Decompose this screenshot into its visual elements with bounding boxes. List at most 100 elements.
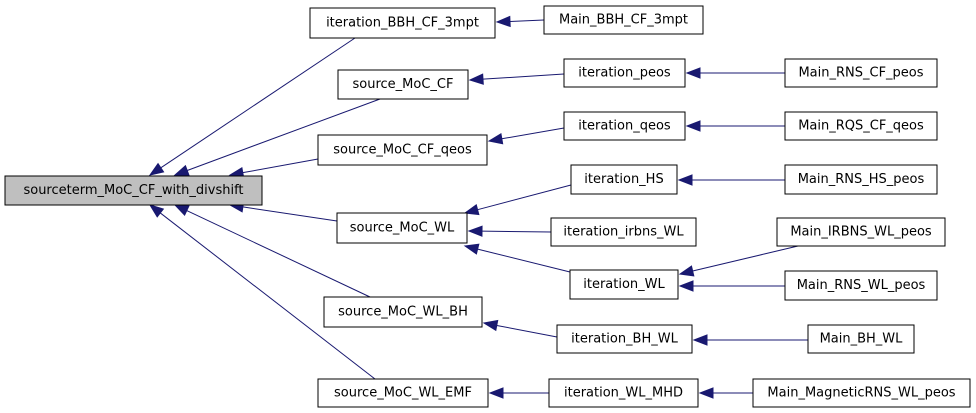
- edge-main-bh-wl-to-iteration-bh-wl: [692, 334, 808, 346]
- node-label: Main_BBH_CF_3mpt: [559, 13, 688, 28]
- arrowhead-icon: [692, 334, 708, 346]
- edge-iteration-wl-to-source-moc-wl: [463, 243, 571, 273]
- node-iteration-bh-wl[interactable]: iteration_BH_WL: [556, 324, 693, 354]
- node-source-moc-wl-bh[interactable]: source_MoC_WL_BH: [323, 296, 483, 328]
- node-label: iteration_BBH_CF_3mpt: [326, 16, 479, 31]
- edge-line: [496, 324, 558, 338]
- node-main-irbns-wl-peos[interactable]: Main_IRBNS_WL_peos: [776, 217, 946, 247]
- edge-iteration-bbh-cf-3mpt-to-sourceterm-moc-cf-with-divshift: [148, 37, 356, 176]
- node-main-bh-wl[interactable]: Main_BH_WL: [807, 324, 915, 354]
- node-label: iteration_qeos: [578, 119, 671, 134]
- node-label: iteration_HS: [584, 172, 663, 187]
- edge-line: [242, 206, 338, 222]
- edge-source-moc-cf-qeos-to-sourceterm-moc-cf-with-divshift: [228, 158, 319, 179]
- node-sourceterm-moc-cf-with-divshift[interactable]: sourceterm_MoC_CF_with_divshift: [4, 175, 263, 206]
- edge-iteration-bh-wl-to-source-moc-wl-bh: [482, 319, 558, 338]
- edge-main-rqs-cf-qeos-to-iteration-qeos: [685, 120, 785, 132]
- edge-iteration-irbns-wl-to-source-moc-wl: [467, 225, 552, 237]
- arrowhead-icon: [677, 174, 693, 186]
- arrowhead-icon: [698, 387, 714, 399]
- edge-main-magneticrns-wl-peos-to-iteration-wl-mhd: [698, 387, 753, 399]
- node-label: Main_MagneticRNS_WL_peos: [767, 386, 955, 401]
- node-label: Main_RQS_CF_qeos: [798, 119, 924, 134]
- arrowhead-icon: [468, 73, 484, 85]
- node-label: Main_RNS_WL_peos: [797, 278, 926, 293]
- node-label: iteration_WL_MHD: [564, 386, 683, 401]
- arrowhead-icon: [173, 204, 190, 216]
- node-main-rns-wl-peos[interactable]: Main_RNS_WL_peos: [784, 270, 938, 301]
- edge-source-moc-wl-emf-to-sourceterm-moc-cf-with-divshift: [148, 204, 376, 380]
- edges-layer: [148, 15, 808, 399]
- edge-main-irbns-wl-peos-to-iteration-wl: [678, 245, 799, 277]
- edge-main-rns-hs-peos-to-iteration-hs: [677, 174, 785, 186]
- edge-line: [482, 73, 565, 80]
- edge-line: [187, 98, 381, 171]
- node-label: source_MoC_CF: [353, 77, 454, 92]
- edge-line: [692, 245, 799, 272]
- node-iteration-irbns-wl[interactable]: iteration_irbns_WL: [550, 217, 697, 247]
- edge-source-moc-wl-bh-to-sourceterm-moc-cf-with-divshift: [173, 204, 371, 298]
- edge-line: [509, 19, 545, 22]
- edge-line: [501, 127, 565, 140]
- edge-iteration-wl-mhd-to-source-moc-wl-emf: [488, 387, 549, 399]
- node-label: source_MoC_CF_qeos: [333, 143, 472, 158]
- edge-line: [159, 212, 376, 380]
- node-label: Main_RNS_HS_peos: [798, 172, 925, 187]
- node-source-moc-cf[interactable]: source_MoC_CF: [337, 69, 469, 100]
- node-iteration-qeos[interactable]: iteration_qeos: [563, 111, 686, 141]
- node-source-moc-wl-emf[interactable]: source_MoC_WL_EMF: [317, 378, 489, 408]
- arrowhead-icon: [488, 387, 504, 399]
- arrowhead-icon: [685, 120, 701, 132]
- node-source-moc-wl[interactable]: source_MoC_WL: [336, 212, 468, 244]
- node-iteration-wl[interactable]: iteration_WL: [569, 269, 679, 300]
- arrowhead-icon: [463, 243, 480, 255]
- node-main-rns-cf-peos[interactable]: Main_RNS_CF_peos: [784, 58, 938, 88]
- node-source-moc-cf-qeos[interactable]: source_MoC_CF_qeos: [317, 134, 488, 166]
- nodes-layer: sourceterm_MoC_CF_with_divshift iteratio…: [4, 5, 971, 408]
- arrowhead-icon: [495, 15, 511, 28]
- node-main-rqs-cf-qeos[interactable]: Main_RQS_CF_qeos: [784, 111, 938, 141]
- node-label: Main_BH_WL: [820, 332, 904, 347]
- node-main-bbh-cf-3mpt[interactable]: Main_BBH_CF_3mpt: [543, 5, 704, 35]
- arrowhead-icon: [678, 280, 694, 292]
- node-iteration-peos[interactable]: iteration_peos: [563, 58, 686, 88]
- edge-iteration-peos-to-source-moc-cf: [468, 73, 565, 85]
- edge-main-bbh-cf-3mpt-to-iteration-bbh-cf-3mpt: [495, 15, 545, 28]
- arrowhead-icon: [467, 225, 483, 237]
- arrowhead-icon: [685, 67, 701, 79]
- edge-line: [160, 37, 356, 169]
- node-label: source_MoC_WL_EMF: [334, 386, 472, 401]
- edge-source-moc-cf-to-sourceterm-moc-cf-with-divshift: [173, 98, 381, 176]
- node-main-rns-hs-peos[interactable]: Main_RNS_HS_peos: [784, 164, 938, 195]
- node-label: Main_RNS_CF_peos: [798, 66, 923, 81]
- node-label: sourceterm_MoC_CF_with_divshift: [23, 183, 243, 198]
- arrowhead-icon: [148, 204, 165, 218]
- edge-line: [186, 210, 371, 298]
- node-label: source_MoC_WL_BH: [338, 305, 468, 320]
- edge-iteration-qeos-to-source-moc-cf-qeos: [487, 127, 565, 145]
- edge-main-rns-cf-peos-to-iteration-peos: [685, 67, 785, 79]
- edge-line: [477, 184, 572, 211]
- node-label: Main_IRBNS_WL_peos: [790, 225, 932, 240]
- edge-line: [481, 230, 552, 233]
- edge-main-rns-wl-peos-to-iteration-wl: [678, 280, 785, 292]
- arrowhead-icon: [173, 164, 190, 176]
- edge-line: [242, 158, 319, 174]
- arrowhead-icon: [678, 265, 695, 277]
- node-label: iteration_BH_WL: [571, 332, 678, 347]
- node-label: source_MoC_WL: [350, 221, 455, 236]
- node-label: iteration_WL: [583, 277, 665, 292]
- arrowhead-icon: [482, 319, 499, 332]
- edge-iteration-hs-to-source-moc-wl: [463, 184, 572, 216]
- node-label: iteration_irbns_WL: [563, 225, 684, 240]
- node-main-magneticrns-wl-peos[interactable]: Main_MagneticRNS_WL_peos: [752, 378, 971, 408]
- node-iteration-hs[interactable]: iteration_HS: [570, 164, 678, 195]
- arrowhead-icon: [487, 133, 504, 145]
- arrowhead-icon: [463, 204, 480, 216]
- node-iteration-bbh-cf-3mpt[interactable]: iteration_BBH_CF_3mpt: [309, 7, 496, 39]
- arrowhead-icon: [148, 162, 165, 176]
- edge-line: [477, 248, 571, 273]
- node-iteration-wl-mhd[interactable]: iteration_WL_MHD: [548, 378, 699, 408]
- node-label: iteration_peos: [578, 66, 671, 81]
